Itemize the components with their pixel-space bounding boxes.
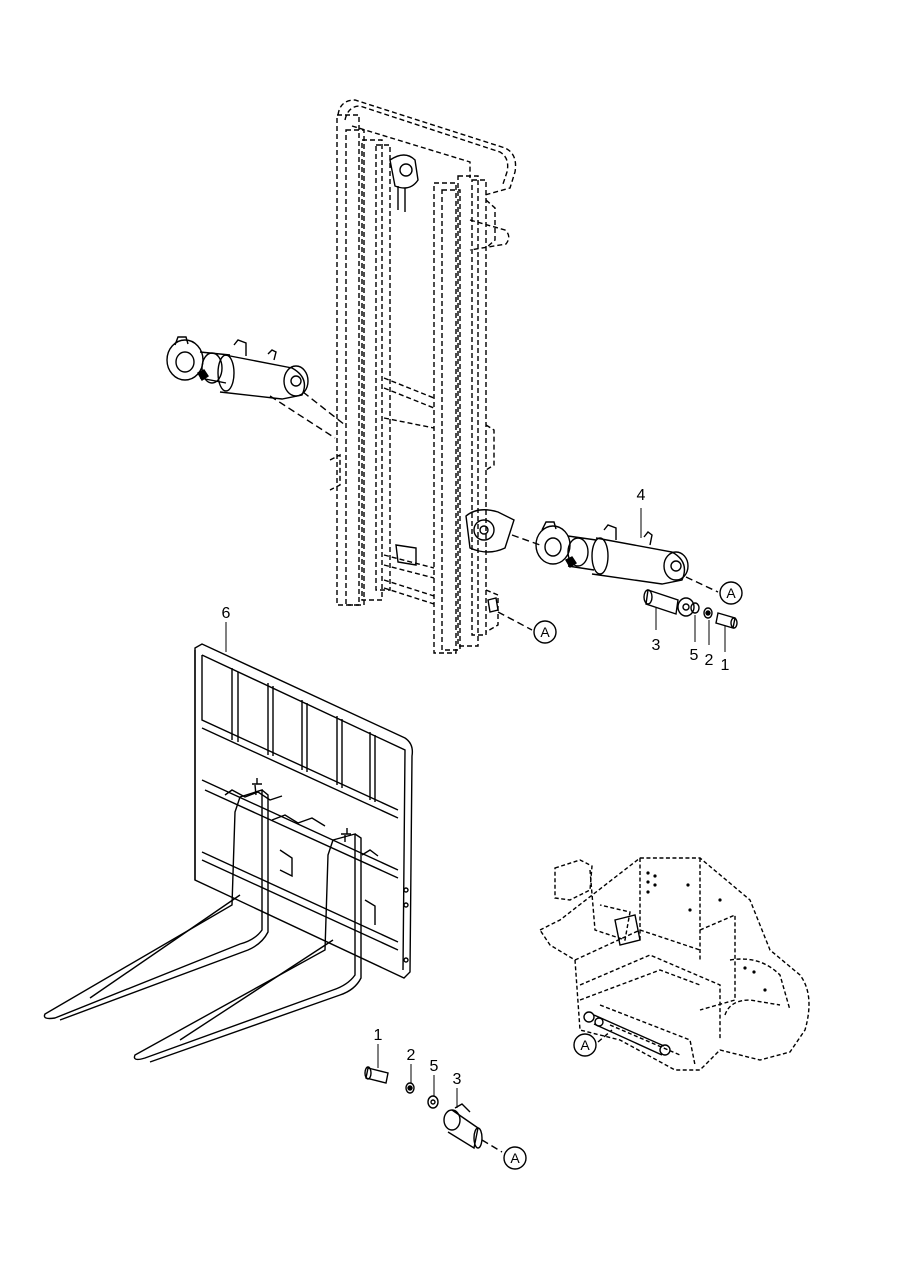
- ref-label-a-3: A: [510, 1150, 520, 1166]
- callout-lines-lower: [377, 1044, 458, 1108]
- chassis-rivets: [646, 871, 767, 992]
- leader-line-ref-a-3: [481, 1139, 503, 1153]
- leader-line-ref-a-4: [597, 1029, 613, 1043]
- ref-marker-a-3: [503, 1146, 527, 1170]
- callout-spacer-upper: 5: [690, 647, 699, 664]
- callout-bolt-upper: 1: [721, 657, 730, 674]
- mast-head-bracket: [389, 154, 515, 613]
- callout-pin-upper: 3: [652, 637, 661, 654]
- callout-spacer-lower: 5: [430, 1058, 439, 1075]
- leader-line-left-cylinder: [269, 391, 346, 439]
- leader-line-ref-a-1: [685, 576, 719, 593]
- fork-right: [133, 828, 362, 1063]
- callout-bolt-lower: 1: [374, 1027, 383, 1044]
- ref-marker-a-1: [719, 581, 743, 605]
- hardware-set-upper: [643, 589, 738, 629]
- chassis-pivot: [583, 914, 671, 1056]
- truck-chassis: [538, 857, 810, 1071]
- hardware-set-lower: [364, 1066, 483, 1150]
- leader-line-ref-a-2: [497, 611, 533, 631]
- callout-washer-lower: 2: [407, 1047, 416, 1064]
- ref-label-a-1: A: [726, 585, 736, 601]
- ref-label-a-2: A: [540, 624, 550, 640]
- callout-cylinder: 4: [637, 487, 646, 504]
- tilt-cylinder-left: [166, 336, 309, 400]
- callout-washer-upper: 2: [705, 652, 714, 669]
- callout-lines-upper: [640, 508, 726, 652]
- tilt-cylinder-right: [535, 521, 689, 585]
- callout-pin-lower: 3: [453, 1071, 462, 1088]
- fork-left: [43, 778, 269, 1021]
- ref-marker-a-2: [533, 620, 557, 644]
- leader-line-right-cylinder: [511, 534, 541, 546]
- fork-carriage: [194, 643, 414, 979]
- ref-marker-a-4: [573, 1033, 597, 1057]
- mast-assembly: [329, 99, 517, 654]
- callout-fork-carriage: 6: [222, 605, 231, 622]
- ref-label-a-4: A: [580, 1037, 590, 1053]
